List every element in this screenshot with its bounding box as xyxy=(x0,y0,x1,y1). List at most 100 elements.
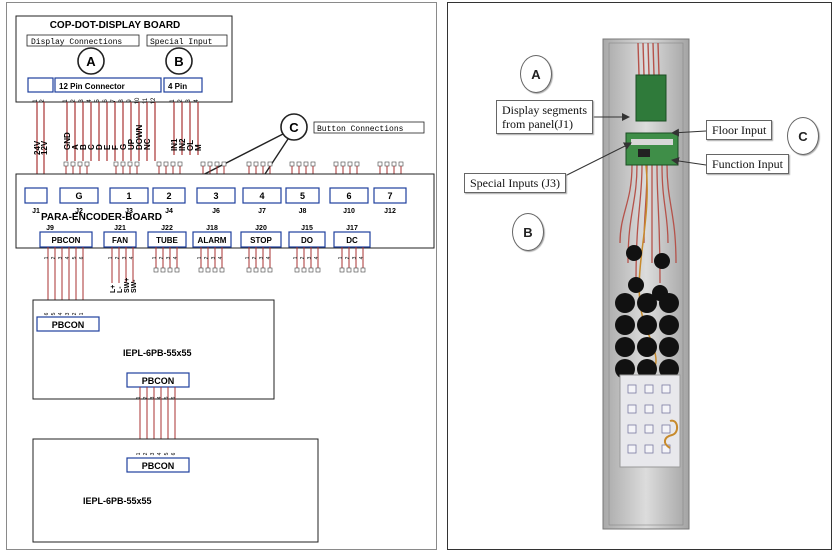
pin-number: 3 xyxy=(211,256,217,259)
pin-number: 2 xyxy=(159,256,165,259)
pin-number: 2 xyxy=(143,452,149,455)
photo-led xyxy=(661,404,671,414)
signal-label: M xyxy=(194,144,203,151)
photo-button xyxy=(659,337,679,357)
signal-label: OL xyxy=(186,140,195,151)
photo-button xyxy=(615,337,635,357)
encoder-pcb-chip xyxy=(638,149,650,157)
pin-pad xyxy=(113,161,119,167)
connector-4-pin xyxy=(163,77,203,93)
signal-label: B xyxy=(79,144,88,150)
pin-number: 2 xyxy=(72,312,78,315)
pb-board-2-connector xyxy=(126,457,190,473)
pin-number: 4 xyxy=(129,256,135,259)
led-board-leds xyxy=(627,384,671,454)
encoder-bottom-connector-label: TUBE xyxy=(156,236,178,245)
pin-number: 2 xyxy=(143,396,149,399)
photo-callout-c: C xyxy=(787,117,819,155)
encoder-top-connector-label: 2 xyxy=(166,191,171,201)
pin-pad xyxy=(260,161,266,167)
pin-number: 4 xyxy=(87,99,93,103)
pb-board-1-connector-bottom xyxy=(126,372,190,388)
pin-number: 2 xyxy=(40,99,46,103)
pin-pad xyxy=(391,161,397,167)
signal-label: IN2 xyxy=(178,138,187,151)
encoder-bottom-connector-label: DO xyxy=(301,236,313,245)
encoder-jumper-label: J6 xyxy=(212,208,220,215)
pin-number: 6 xyxy=(171,396,177,399)
pin-number: 2 xyxy=(71,99,77,103)
encoder-jumper-label: J12 xyxy=(384,208,396,215)
encoder-bottom-connector-label: DC xyxy=(346,236,358,245)
display-wires xyxy=(36,102,199,183)
pin-number: 2 xyxy=(51,256,57,259)
photo-wire xyxy=(642,42,645,76)
signal-label: G xyxy=(119,144,128,150)
encoder-jumper-label: J4 xyxy=(165,208,173,215)
pin-number: 1 xyxy=(152,256,158,259)
photo-wire xyxy=(619,164,633,244)
photo-button xyxy=(659,315,679,335)
pin-number: 1 xyxy=(33,99,39,103)
pin-number: 4 xyxy=(266,256,272,259)
photo-callout-a: A xyxy=(520,55,552,93)
photo-led xyxy=(644,424,654,434)
pin-pad xyxy=(167,267,173,273)
encoder-top-connector-label: 3 xyxy=(213,191,218,201)
photo-wire xyxy=(661,164,669,244)
photo-led xyxy=(627,444,637,454)
pin-pad xyxy=(214,161,220,167)
fan-signal-label: L+ xyxy=(110,285,117,293)
pin-number: 3 xyxy=(259,256,265,259)
cop-panel-inner xyxy=(608,42,684,526)
pin-number: 1 xyxy=(170,99,176,103)
connector-4-pin-label: 4 Pin xyxy=(168,82,187,91)
signal-label: NC xyxy=(143,138,152,150)
pin-number: 8 xyxy=(119,99,125,103)
pin-number: 5 xyxy=(164,396,170,399)
pin-pad xyxy=(205,267,211,273)
pin-number: 2 xyxy=(345,256,351,259)
pin-number: 1 xyxy=(293,256,299,259)
pin-number: 1 xyxy=(79,312,85,315)
pin-pad xyxy=(398,161,404,167)
encoder-jumper-label: J15 xyxy=(301,225,313,232)
photo-led xyxy=(644,404,654,414)
photo-button xyxy=(637,359,657,379)
encoder-top-connector-label: 5 xyxy=(300,191,305,201)
photo-led xyxy=(644,384,654,394)
pin-number: 1 xyxy=(338,256,344,259)
connector-12-pin xyxy=(54,77,162,93)
display-connections-label: Display Connections xyxy=(31,38,122,47)
photo-callout-b: B xyxy=(512,213,544,251)
display-pcb xyxy=(635,74,667,122)
photo-led xyxy=(644,444,654,454)
encoder-jumper-label: J2 xyxy=(75,208,83,215)
photo-led xyxy=(661,424,671,434)
encoder-top-connector-label: 4 xyxy=(259,191,264,201)
encoder-jumper-label: J10 xyxy=(343,208,355,215)
button-connections-box xyxy=(313,121,425,134)
encoder-pcb xyxy=(625,132,679,166)
pin-number: 4 xyxy=(359,256,365,259)
photo-wire xyxy=(635,164,643,284)
pin-number: 3 xyxy=(166,256,172,259)
signal-label: GND xyxy=(63,132,72,150)
photo-button xyxy=(637,293,657,313)
photo-button xyxy=(654,253,670,269)
pin-pad xyxy=(84,161,90,167)
photo-button xyxy=(615,315,635,335)
display-segments-line-1: Display segments xyxy=(502,103,587,117)
pin-number: 5 xyxy=(72,256,78,259)
pin-number: 1 xyxy=(108,256,114,259)
photo-led xyxy=(627,384,637,394)
encoder-jumper-label: J18 xyxy=(206,225,218,232)
signal-label: UP xyxy=(127,138,136,150)
pin-number: 3 xyxy=(150,452,156,455)
pin-pad xyxy=(70,161,76,167)
encoder-bottom-connector xyxy=(288,231,326,248)
